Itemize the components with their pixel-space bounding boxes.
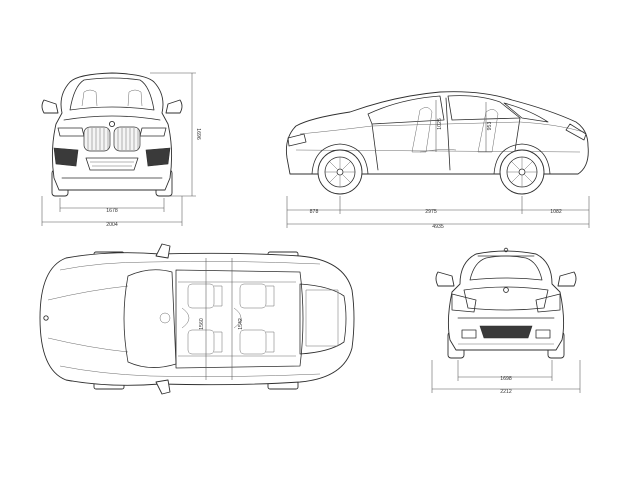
top-view: 1560 1542 — [39, 243, 355, 395]
side-headroom-rear-label: 953 — [487, 122, 493, 131]
rear-dimensions: 1698 2212 — [431, 360, 581, 395]
side-dimensions: 878 2975 1082 4935 — [286, 196, 590, 230]
front-view — [41, 72, 183, 197]
rear-track-label: 1698 — [500, 376, 512, 382]
badge-icon — [503, 287, 509, 293]
badge-icon — [43, 315, 49, 321]
side-view: 1025 953 — [285, 91, 589, 195]
rear-view — [435, 247, 577, 359]
side-front-overhang-label: 878 — [310, 209, 319, 215]
side-length-label: 4935 — [432, 224, 444, 230]
front-dimensions: 1678 2004 1696 — [41, 72, 201, 228]
steering-wheel-icon — [159, 312, 171, 324]
front-width-label: 2004 — [106, 222, 118, 228]
badge-icon — [108, 120, 116, 128]
front-height-label: 1696 — [195, 128, 201, 140]
side-wheelbase-label: 2975 — [425, 209, 437, 215]
rear-width-label: 2212 — [500, 389, 512, 395]
side-headroom-front-label: 1025 — [437, 118, 443, 130]
front-track-label: 1678 — [106, 208, 118, 214]
top-width-rear-label: 1542 — [238, 318, 244, 330]
side-rear-overhang-label: 1082 — [550, 209, 562, 215]
top-width-front-label: 1560 — [199, 318, 205, 330]
